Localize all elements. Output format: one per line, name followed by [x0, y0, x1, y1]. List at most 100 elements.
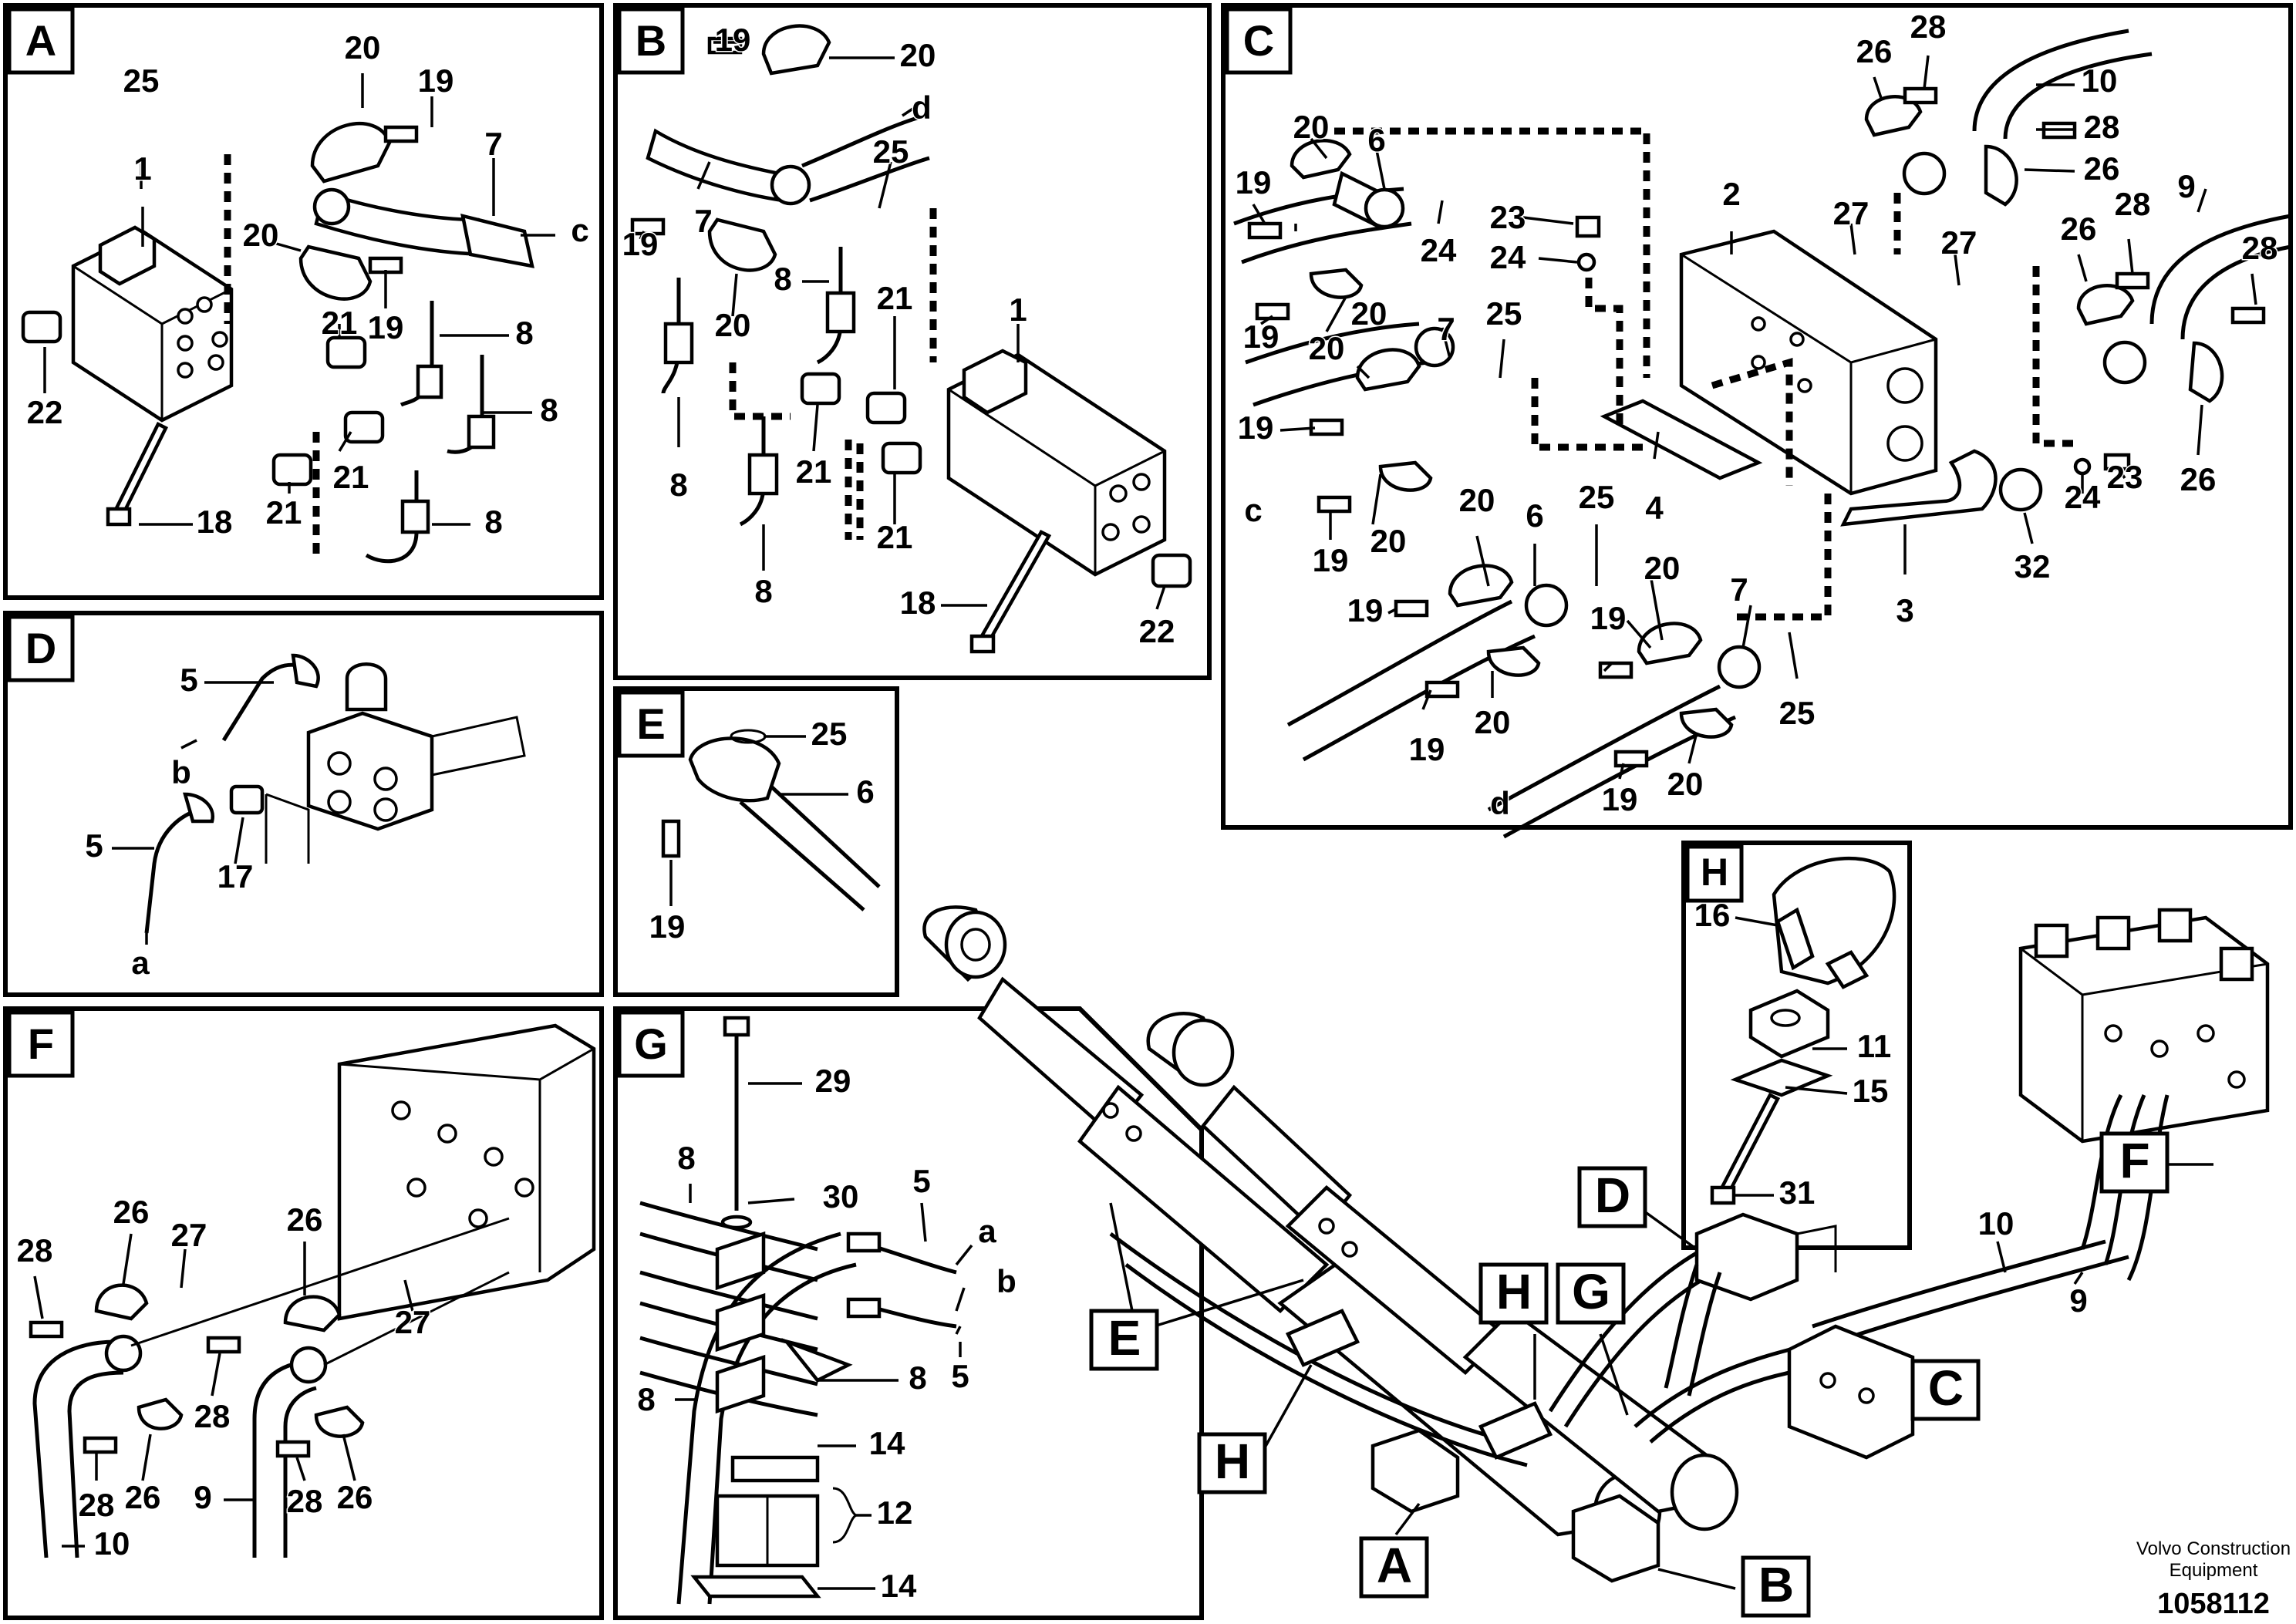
- label-c-19-1: 19: [1236, 164, 1272, 200]
- label-c-25-4: 25: [1779, 695, 1816, 731]
- label-h-11: 11: [1857, 1028, 1891, 1064]
- label-c-19-2: 19: [1243, 318, 1279, 355]
- label-b-d: d: [912, 89, 932, 126]
- label-c-27-2: 27: [1941, 224, 1977, 261]
- label-f-26-1: 26: [113, 1194, 150, 1230]
- label-b-8-low: 8: [754, 573, 772, 609]
- label-c-9: 9: [2177, 168, 2195, 204]
- label-c-20-7: 20: [1644, 550, 1681, 586]
- label-c-26-4: 26: [2180, 461, 2217, 497]
- label-c-25-1: 24: [1421, 232, 1457, 268]
- label-d-a: a: [131, 945, 150, 981]
- label-g-b: b: [996, 1263, 1017, 1299]
- panel-h-letter: H: [1701, 851, 1728, 894]
- label-c-27-1: 27: [1833, 195, 1870, 231]
- panel-b-frame: [613, 3, 1212, 680]
- label-c-28-2: 28: [2084, 109, 2120, 145]
- hose-label-9: 9: [2069, 1282, 2087, 1319]
- label-g-8-left: 8: [637, 1381, 655, 1417]
- callout-h-lower-letter: H: [1215, 1434, 1250, 1489]
- label-b-21-low: 21: [877, 519, 913, 555]
- label-g-8-right: 8: [909, 1360, 926, 1396]
- panel-a-letter-box: [7, 7, 75, 75]
- callout-c-box: [1910, 1359, 1981, 1421]
- callout-e-letter: E: [1108, 1310, 1141, 1366]
- label-a-21-mid: 21: [333, 459, 369, 495]
- label-c-19-8: 19: [1602, 781, 1638, 817]
- label-g-29: 29: [815, 1063, 851, 1099]
- label-a-1: 1: [133, 150, 151, 187]
- label-f-28-3: 28: [79, 1487, 115, 1523]
- label-c-c: c: [1244, 492, 1262, 528]
- label-e-19: 19: [649, 908, 686, 945]
- label-g-a: a: [978, 1213, 996, 1249]
- label-b-19: 19: [622, 226, 659, 262]
- label-c-25-2: 25: [1486, 295, 1522, 332]
- label-d-5-low: 5: [85, 827, 103, 864]
- callout-b-letter: B: [1758, 1557, 1794, 1612]
- label-a-c: c: [571, 212, 588, 248]
- manifold-block: [1679, 229, 1938, 496]
- label-c-28-4: 28: [2242, 230, 2278, 266]
- hose-label-10: 10: [1978, 1205, 2014, 1242]
- label-c-3: 3: [1896, 592, 1913, 628]
- label-c-20-5: 20: [1459, 482, 1495, 518]
- label-c-4: 4: [1645, 490, 1664, 526]
- label-a-8-top: 8: [515, 315, 533, 351]
- label-d-b: b: [171, 754, 191, 790]
- panel-f-letter: F: [28, 1019, 54, 1068]
- label-f-9: 9: [194, 1479, 211, 1515]
- label-h-16: 16: [1694, 897, 1731, 933]
- label-c-19-7: 19: [1590, 600, 1627, 636]
- label-c-d: d: [1490, 785, 1510, 821]
- label-c-24-2: 24: [2065, 479, 2101, 515]
- label-b-7: 7: [694, 203, 712, 239]
- label-a-8-mid: 8: [540, 392, 558, 428]
- panel-g-letter: G: [634, 1019, 668, 1068]
- label-a-7: 7: [484, 126, 502, 162]
- callout-d-letter: D: [1595, 1167, 1630, 1223]
- panel-d-letter: D: [25, 624, 56, 672]
- panel-e: E 25 6 19: [613, 686, 899, 997]
- label-c-20-3: 20: [1351, 295, 1387, 332]
- label-a-21-top: 21: [322, 305, 358, 341]
- label-c-7-2: 7: [1730, 571, 1748, 608]
- label-c-10: 10: [2082, 62, 2118, 99]
- callout-g: G: [1556, 1262, 1626, 1325]
- panel-g: G 29: [613, 1006, 1204, 1620]
- label-a-20: 20: [243, 217, 279, 253]
- label-f-26-4: 26: [337, 1479, 373, 1515]
- label-c-20-2: 20: [1309, 330, 1345, 366]
- label-f-10: 10: [94, 1525, 130, 1562]
- callout-f-box: [2099, 1131, 2170, 1194]
- label-c-20-6: 20: [1475, 704, 1511, 740]
- callout-f-letter: F: [2119, 1133, 2149, 1188]
- label-f-28-2: 28: [194, 1398, 231, 1434]
- label-c-19-5: 19: [1347, 592, 1384, 628]
- callout-a: A: [1359, 1536, 1429, 1599]
- label-f-28-4: 28: [287, 1483, 323, 1519]
- overview-assembly: [922, 905, 2270, 1590]
- label-c-25-3: 25: [1579, 479, 1615, 515]
- label-g-13: 14: [869, 1425, 905, 1461]
- label-c-28-3: 28: [2115, 186, 2151, 222]
- label-a-19-top: 19: [418, 62, 454, 99]
- label-c-28-1: 28: [1910, 8, 1947, 45]
- callout-a-box: [1359, 1536, 1429, 1599]
- label-b-25: 25: [873, 133, 909, 170]
- panel-c-letter: C: [1243, 16, 1274, 65]
- callout-c-letter: C: [1928, 1360, 1964, 1416]
- label-g-8-top: 8: [677, 1140, 695, 1176]
- label-h-31: 31: [1779, 1174, 1816, 1211]
- panel-d: D 5 b 5 17 a: [3, 611, 604, 997]
- label-c-19-6: 19: [1409, 731, 1445, 767]
- label-f-26-3: 26: [125, 1479, 161, 1515]
- callout-g-letter: G: [1572, 1264, 1610, 1319]
- callout-h-upper: H: [1478, 1262, 1549, 1325]
- callout-h-lower-box: [1197, 1432, 1267, 1494]
- label-c-20-4: 20: [1371, 523, 1407, 559]
- callout-e-box: [1089, 1309, 1159, 1371]
- panel-h: H 16 11 15 31: [1681, 841, 1912, 1250]
- label-b-1: 1: [1009, 291, 1027, 328]
